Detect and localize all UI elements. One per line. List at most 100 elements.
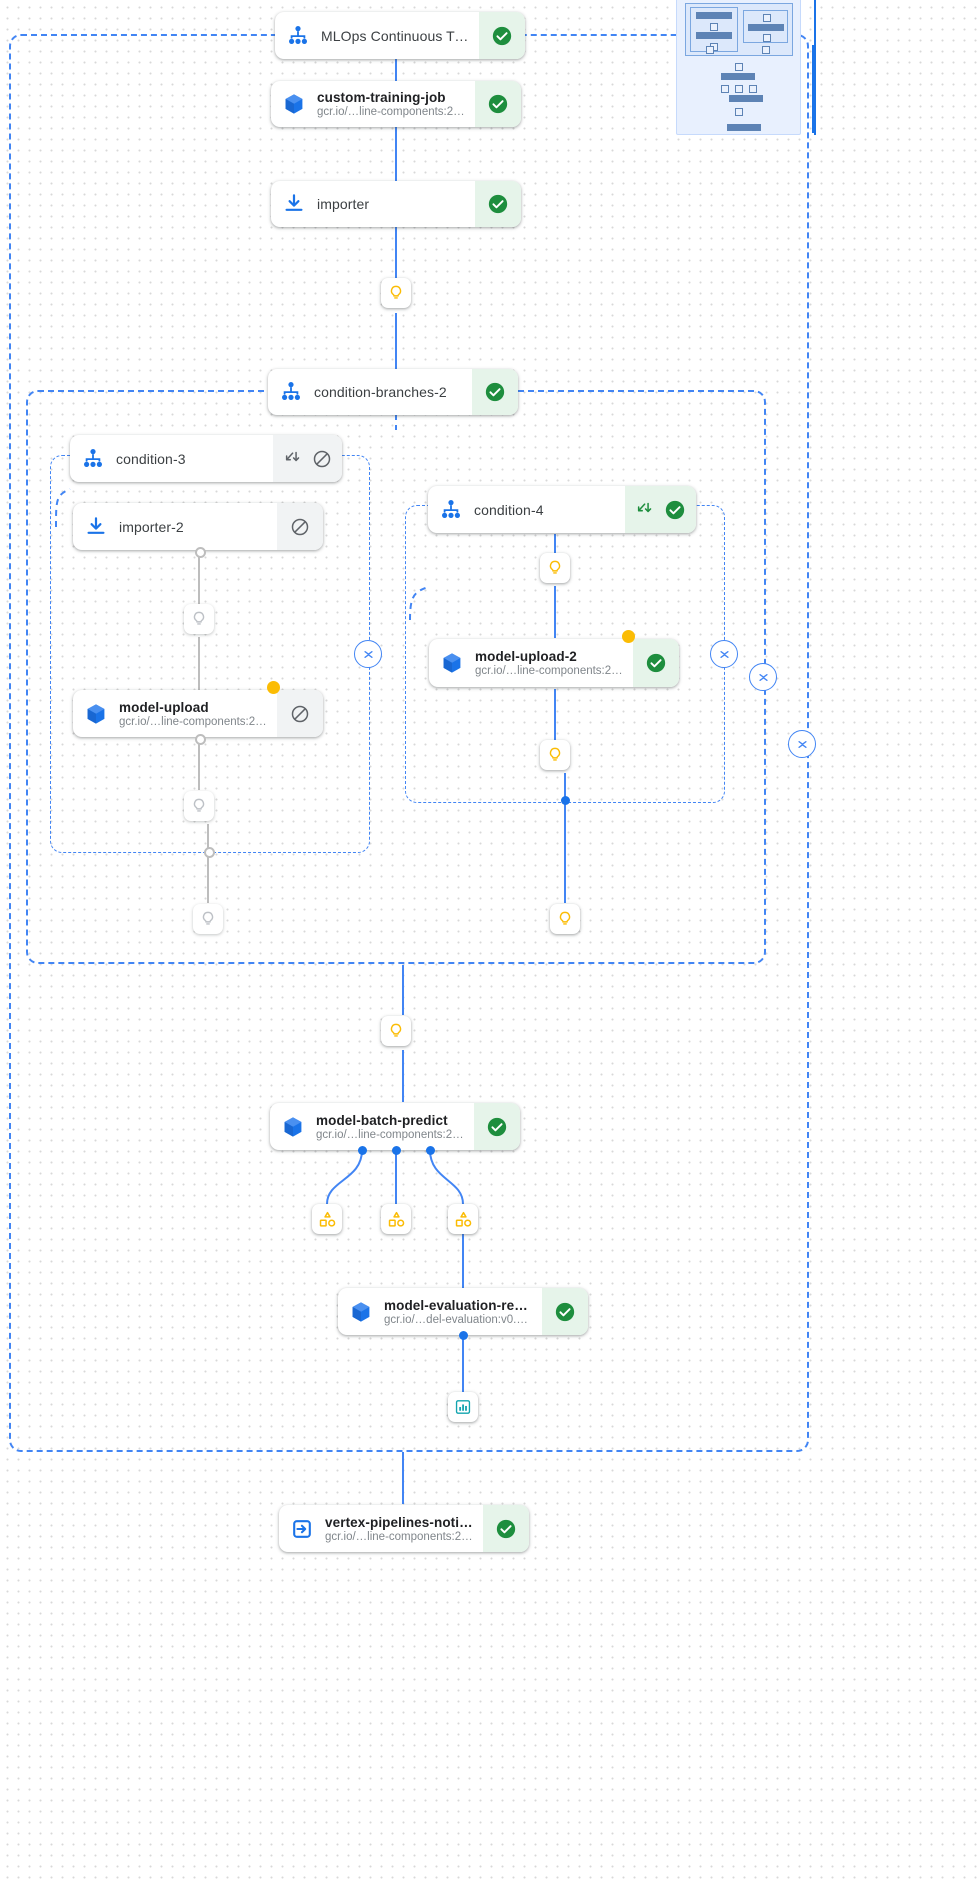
minimap-viewport-frame[interactable] [814, 0, 978, 135]
pipeline-hierarchy-icon [275, 12, 321, 59]
merge-arrows-icon [285, 451, 300, 462]
container-cube-icon [338, 1288, 384, 1335]
node-pipeline-root[interactable]: MLOps Continuous Traini… [275, 12, 525, 59]
artifact-bulb-before-model-upload-2[interactable] [540, 553, 570, 583]
artifact-shapes-1[interactable] [312, 1204, 342, 1234]
edge-anchor-bp-out-2 [392, 1146, 401, 1155]
chevrons-collapse-icon [719, 650, 729, 658]
artifact-bulb-condition-3-output[interactable] [193, 904, 223, 934]
node-condition-3[interactable]: condition-3 [70, 435, 342, 482]
node-subtitle: gcr.io/…line-components:2.6.0 [475, 665, 623, 677]
status-badge-succeeded [633, 639, 679, 687]
warning-dot-model-upload[interactable] [267, 681, 280, 694]
artifact-metrics-chart[interactable] [448, 1392, 478, 1422]
node-model-evaluation[interactable]: model-evaluation-regres… gcr.io/…del-eva… [338, 1288, 588, 1335]
node-title: custom-training-job [317, 90, 446, 105]
node-condition-branches-2[interactable]: condition-branches-2 [268, 369, 518, 415]
node-text-block: model-evaluation-regres… gcr.io/…del-eva… [384, 1288, 542, 1335]
artifact-bulb-after-model-upload[interactable] [184, 791, 214, 821]
artifact-bulb-after-model-upload-2[interactable] [540, 740, 570, 770]
dataset-shapes-icon [455, 1211, 471, 1227]
chevrons-collapse-icon [797, 740, 807, 748]
edge-anchor-model-upload-out [195, 734, 206, 745]
warning-dot-model-upload-2[interactable] [622, 630, 635, 643]
node-importer[interactable]: importer [271, 181, 521, 227]
node-text-block: model-batch-predict gcr.io/…line-compone… [316, 1103, 474, 1150]
minimap-bar [721, 73, 755, 80]
lightbulb-icon [559, 911, 571, 925]
edge-anchor-eval-out [459, 1331, 468, 1340]
status-badge-succeeded [475, 181, 521, 227]
artifact-bulb-before-batch-predict[interactable] [381, 1016, 411, 1046]
lightbulb-icon [202, 911, 214, 925]
edge-anchor-condition-3-out [204, 847, 215, 858]
collapse-model-upload-2[interactable] [710, 640, 738, 668]
artifact-bulb-after-importer-2[interactable] [184, 604, 214, 634]
status-badge-skipped [277, 503, 323, 550]
block-circle-icon [313, 450, 331, 467]
node-subtitle: gcr.io/…del-evaluation:v0.9.3 [384, 1313, 532, 1326]
node-subtitle: gcr.io/…line-components:2.6.0 [325, 1530, 473, 1543]
lightbulb-icon [193, 611, 205, 625]
minimap-square [706, 46, 714, 54]
collapse-condition-3[interactable] [354, 640, 382, 668]
node-model-upload-2[interactable]: model-upload-2 gcr.io/…line-components:2… [429, 639, 679, 687]
node-text-block: model-upload gcr.io/…line-components:2.6… [119, 690, 277, 737]
check-circle-icon [488, 94, 508, 114]
check-circle-icon [488, 194, 508, 214]
node-subtitle: gcr.io/…line-components:2.6.0 [316, 1128, 464, 1141]
node-vertex-pipelines-notification[interactable]: vertex-pipelines-notificat… gcr.io/…line… [279, 1505, 529, 1552]
chevrons-collapse-icon [363, 650, 373, 658]
edge-anchor-bp-out-1 [358, 1146, 367, 1155]
node-text-block: vertex-pipelines-notificat… gcr.io/…line… [325, 1505, 483, 1552]
status-badge-succeeded [474, 1103, 520, 1150]
node-custom-training-job[interactable]: custom-training-job gcr.io/…line-compone… [271, 81, 521, 127]
collapse-condition-4[interactable] [749, 663, 777, 691]
lightbulb-icon [549, 560, 561, 574]
block-circle-icon [291, 705, 309, 722]
dataset-shapes-icon [319, 1211, 335, 1227]
minimap-bar [748, 24, 784, 31]
node-subtitle: gcr.io/…line-components:2.6.0 [119, 715, 267, 728]
minimap-square [710, 23, 718, 31]
graph-minimap[interactable] [676, 0, 801, 135]
minimap-bar [696, 32, 732, 39]
chevrons-collapse-icon [758, 673, 768, 681]
node-text-block: model-upload-2 gcr.io/…line-components:2… [475, 639, 633, 687]
minimap-bar [696, 12, 732, 19]
minimap-square [749, 85, 757, 93]
node-condition-4[interactable]: condition-4 [428, 486, 696, 533]
artifact-bulb-condition-4-output[interactable] [550, 904, 580, 934]
minimap-viewport-edge [812, 45, 814, 133]
node-title: model-evaluation-regres… [384, 1297, 532, 1313]
minimap-region-top [685, 3, 793, 56]
bar-chart-icon [455, 1400, 471, 1414]
node-importer-2[interactable]: importer-2 [73, 503, 323, 550]
artifact-shapes-2[interactable] [381, 1204, 411, 1234]
minimap-square [721, 85, 729, 93]
minimap-bar [727, 124, 761, 131]
node-title: importer-2 [119, 518, 184, 535]
node-model-batch-predict[interactable]: model-batch-predict gcr.io/…line-compone… [270, 1103, 520, 1150]
status-badge-succeeded [625, 486, 696, 533]
merge-arrows-icon [637, 502, 652, 513]
node-text-block: condition-4 [474, 486, 625, 533]
pipeline-hierarchy-icon [70, 435, 116, 482]
lightbulb-icon [390, 1023, 402, 1037]
minimap-region-left [690, 7, 738, 52]
artifact-bulb-after-importer[interactable] [381, 278, 411, 308]
node-title: vertex-pipelines-notificat… [325, 1514, 473, 1530]
dataset-shapes-icon [388, 1211, 404, 1227]
node-subtitle: gcr.io/…line-components:2.6.0 [317, 106, 465, 118]
artifact-shapes-3[interactable] [448, 1204, 478, 1234]
collapse-condition-branches[interactable] [788, 730, 816, 758]
check-circle-icon [492, 26, 512, 45]
node-text-block: importer-2 [119, 503, 277, 550]
node-title: condition-4 [474, 501, 544, 518]
node-title: model-batch-predict [316, 1112, 448, 1128]
container-cube-icon [270, 1103, 316, 1150]
status-badge-succeeded [475, 81, 521, 127]
node-model-upload[interactable]: model-upload gcr.io/…line-components:2.6… [73, 690, 323, 737]
node-title: condition-branches-2 [314, 384, 447, 400]
